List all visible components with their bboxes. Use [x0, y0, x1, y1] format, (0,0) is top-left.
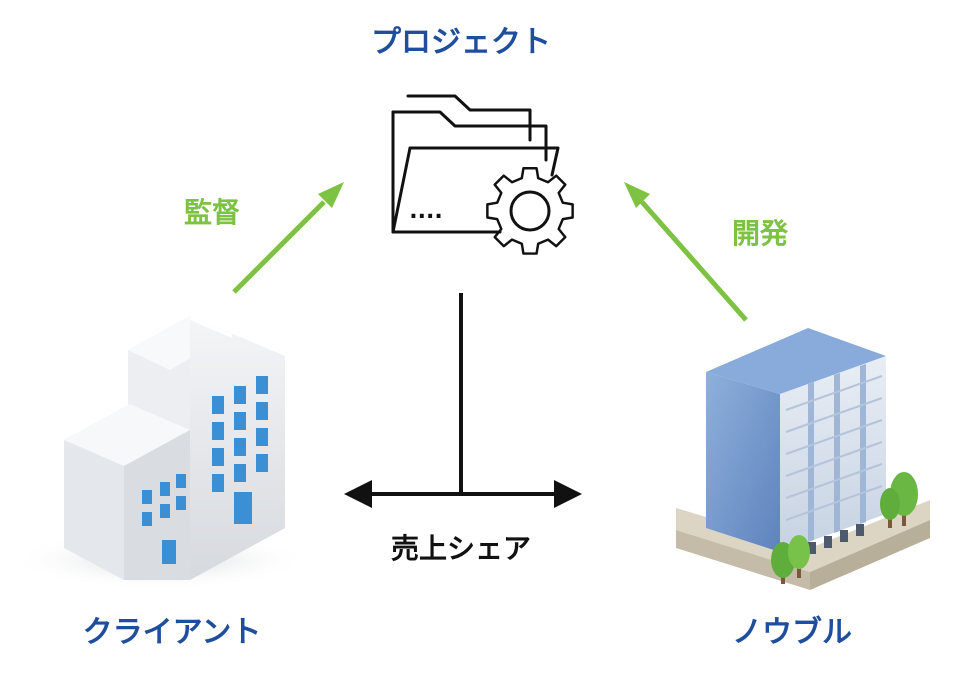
corporate-tower-icon: [676, 328, 930, 590]
gear-icon: [486, 167, 574, 255]
develop-arrow: [624, 182, 748, 322]
revenue-share-label: 売上シェア: [391, 532, 531, 565]
office-building-icon: [10, 316, 310, 590]
noble-label: ノウブル: [732, 615, 852, 650]
supervise-arrow: [232, 182, 344, 294]
supervise-label: 監督: [184, 196, 240, 229]
client-label: クライアント: [83, 615, 262, 650]
folder-gear-icon: [391, 94, 574, 255]
project-title: プロジェクト: [371, 25, 551, 60]
left-arrowhead: [344, 480, 372, 508]
develop-label: 開発: [732, 217, 789, 250]
revenue-share-connector: [344, 293, 582, 508]
right-arrowhead: [554, 480, 582, 508]
folder-dots: ....: [409, 199, 442, 224]
